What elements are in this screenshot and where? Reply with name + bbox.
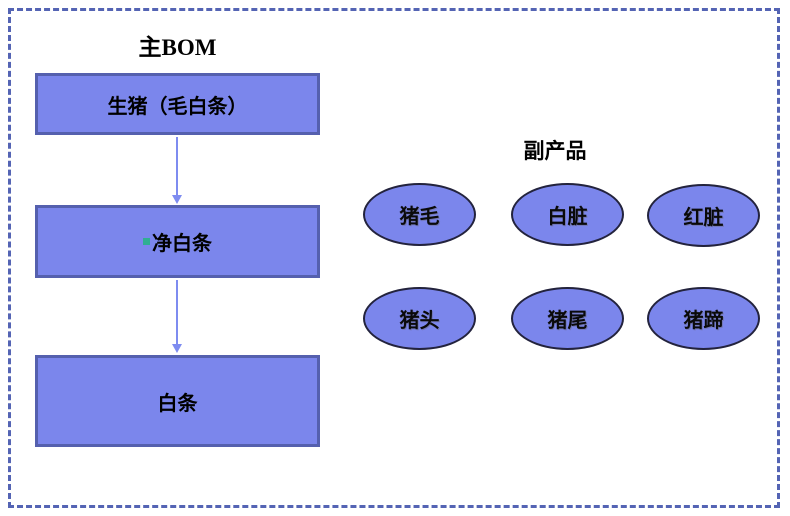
byproduct-ellipse-red-organs: 红脏	[647, 184, 760, 247]
byproduct-label: 猪蹄	[683, 310, 724, 332]
flow-node-label: 白条	[157, 392, 198, 415]
flow-node-label: 净白条	[152, 233, 212, 255]
byproduct-ellipse-pig-tail: 猪尾	[511, 287, 624, 350]
flow-node-carcass: 白条	[35, 355, 320, 447]
arrow-down-icon	[172, 137, 182, 204]
byproduct-label: 猪尾	[547, 310, 588, 332]
flow-node-raw-pig: 生猪（毛白条）	[35, 73, 320, 135]
byproduct-ellipse-white-organs: 白脏	[511, 183, 624, 246]
byproduct-ellipse-pig-head: 猪头	[363, 287, 476, 350]
byproduct-ellipse-pig-trotters: 猪蹄	[647, 287, 760, 350]
arrow-down-icon	[172, 280, 182, 353]
main-bom-title: 主BOM	[138, 35, 217, 60]
flow-node-clean-carcass: 净白条	[35, 205, 320, 278]
byproduct-label: 白脏	[547, 206, 588, 228]
bullet-square-icon	[143, 238, 150, 245]
byproduct-label: 猪头	[399, 310, 440, 332]
byproduct-label: 红脏	[683, 207, 724, 229]
byproduct-label: 猪毛	[399, 206, 440, 228]
byproduct-ellipse-pig-hair: 猪毛	[363, 183, 476, 246]
diagram-dashed-frame	[8, 8, 780, 508]
flow-node-label: 生猪（毛白条）	[107, 95, 248, 118]
byproducts-title: 副产品	[523, 139, 587, 163]
